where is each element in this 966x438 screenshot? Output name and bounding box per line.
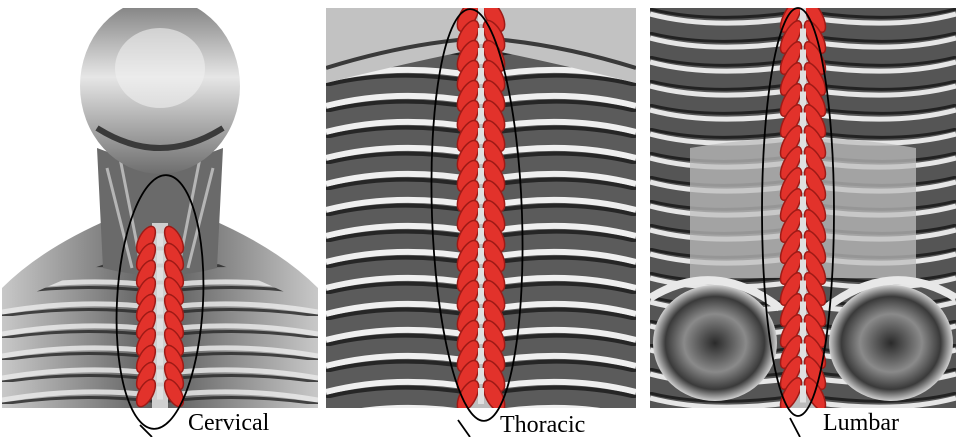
vertebra <box>478 188 484 204</box>
vertebra <box>478 128 484 144</box>
vertebra <box>800 386 806 403</box>
vertebra <box>157 268 163 281</box>
vertebra <box>478 108 484 124</box>
vertebra <box>478 368 484 384</box>
vertebra <box>478 288 484 304</box>
vertebra <box>478 308 484 324</box>
vertebra <box>478 268 484 284</box>
lumbar-label: Lumbar <box>823 411 899 435</box>
vertebra <box>478 328 484 344</box>
vertebra <box>157 302 163 315</box>
lumbar-illustration <box>650 8 956 408</box>
vertebra <box>157 251 163 264</box>
vertebra <box>157 319 163 332</box>
thoracic-panel <box>326 8 636 408</box>
thoracic-label: Thoracic <box>500 413 585 437</box>
vertebra <box>157 285 163 298</box>
thoracic-illustration <box>326 8 636 408</box>
left-hip <box>653 285 777 401</box>
vertebra <box>478 8 484 24</box>
vertebra <box>478 208 484 224</box>
vertebra <box>478 388 484 404</box>
vertebra <box>478 168 484 184</box>
vertebra <box>478 68 484 84</box>
cervical-muscles <box>133 223 187 408</box>
vertebra <box>157 336 163 349</box>
vertebra <box>478 348 484 364</box>
lumbar-panel <box>650 8 956 408</box>
vertebra <box>478 28 484 44</box>
vertebra <box>478 228 484 244</box>
vertebra <box>157 387 163 400</box>
cervical-label: Cervical <box>188 411 269 435</box>
vertebra <box>157 353 163 366</box>
cervical-panel <box>2 8 318 408</box>
vertebra <box>157 370 163 383</box>
vertebra <box>478 248 484 264</box>
right-hip <box>829 285 953 401</box>
vertebra <box>478 48 484 64</box>
cervical-illustration <box>2 8 318 408</box>
thoracic-muscles <box>453 8 509 408</box>
vertebra <box>157 234 163 247</box>
vertebra <box>478 88 484 104</box>
vertebra <box>478 148 484 164</box>
